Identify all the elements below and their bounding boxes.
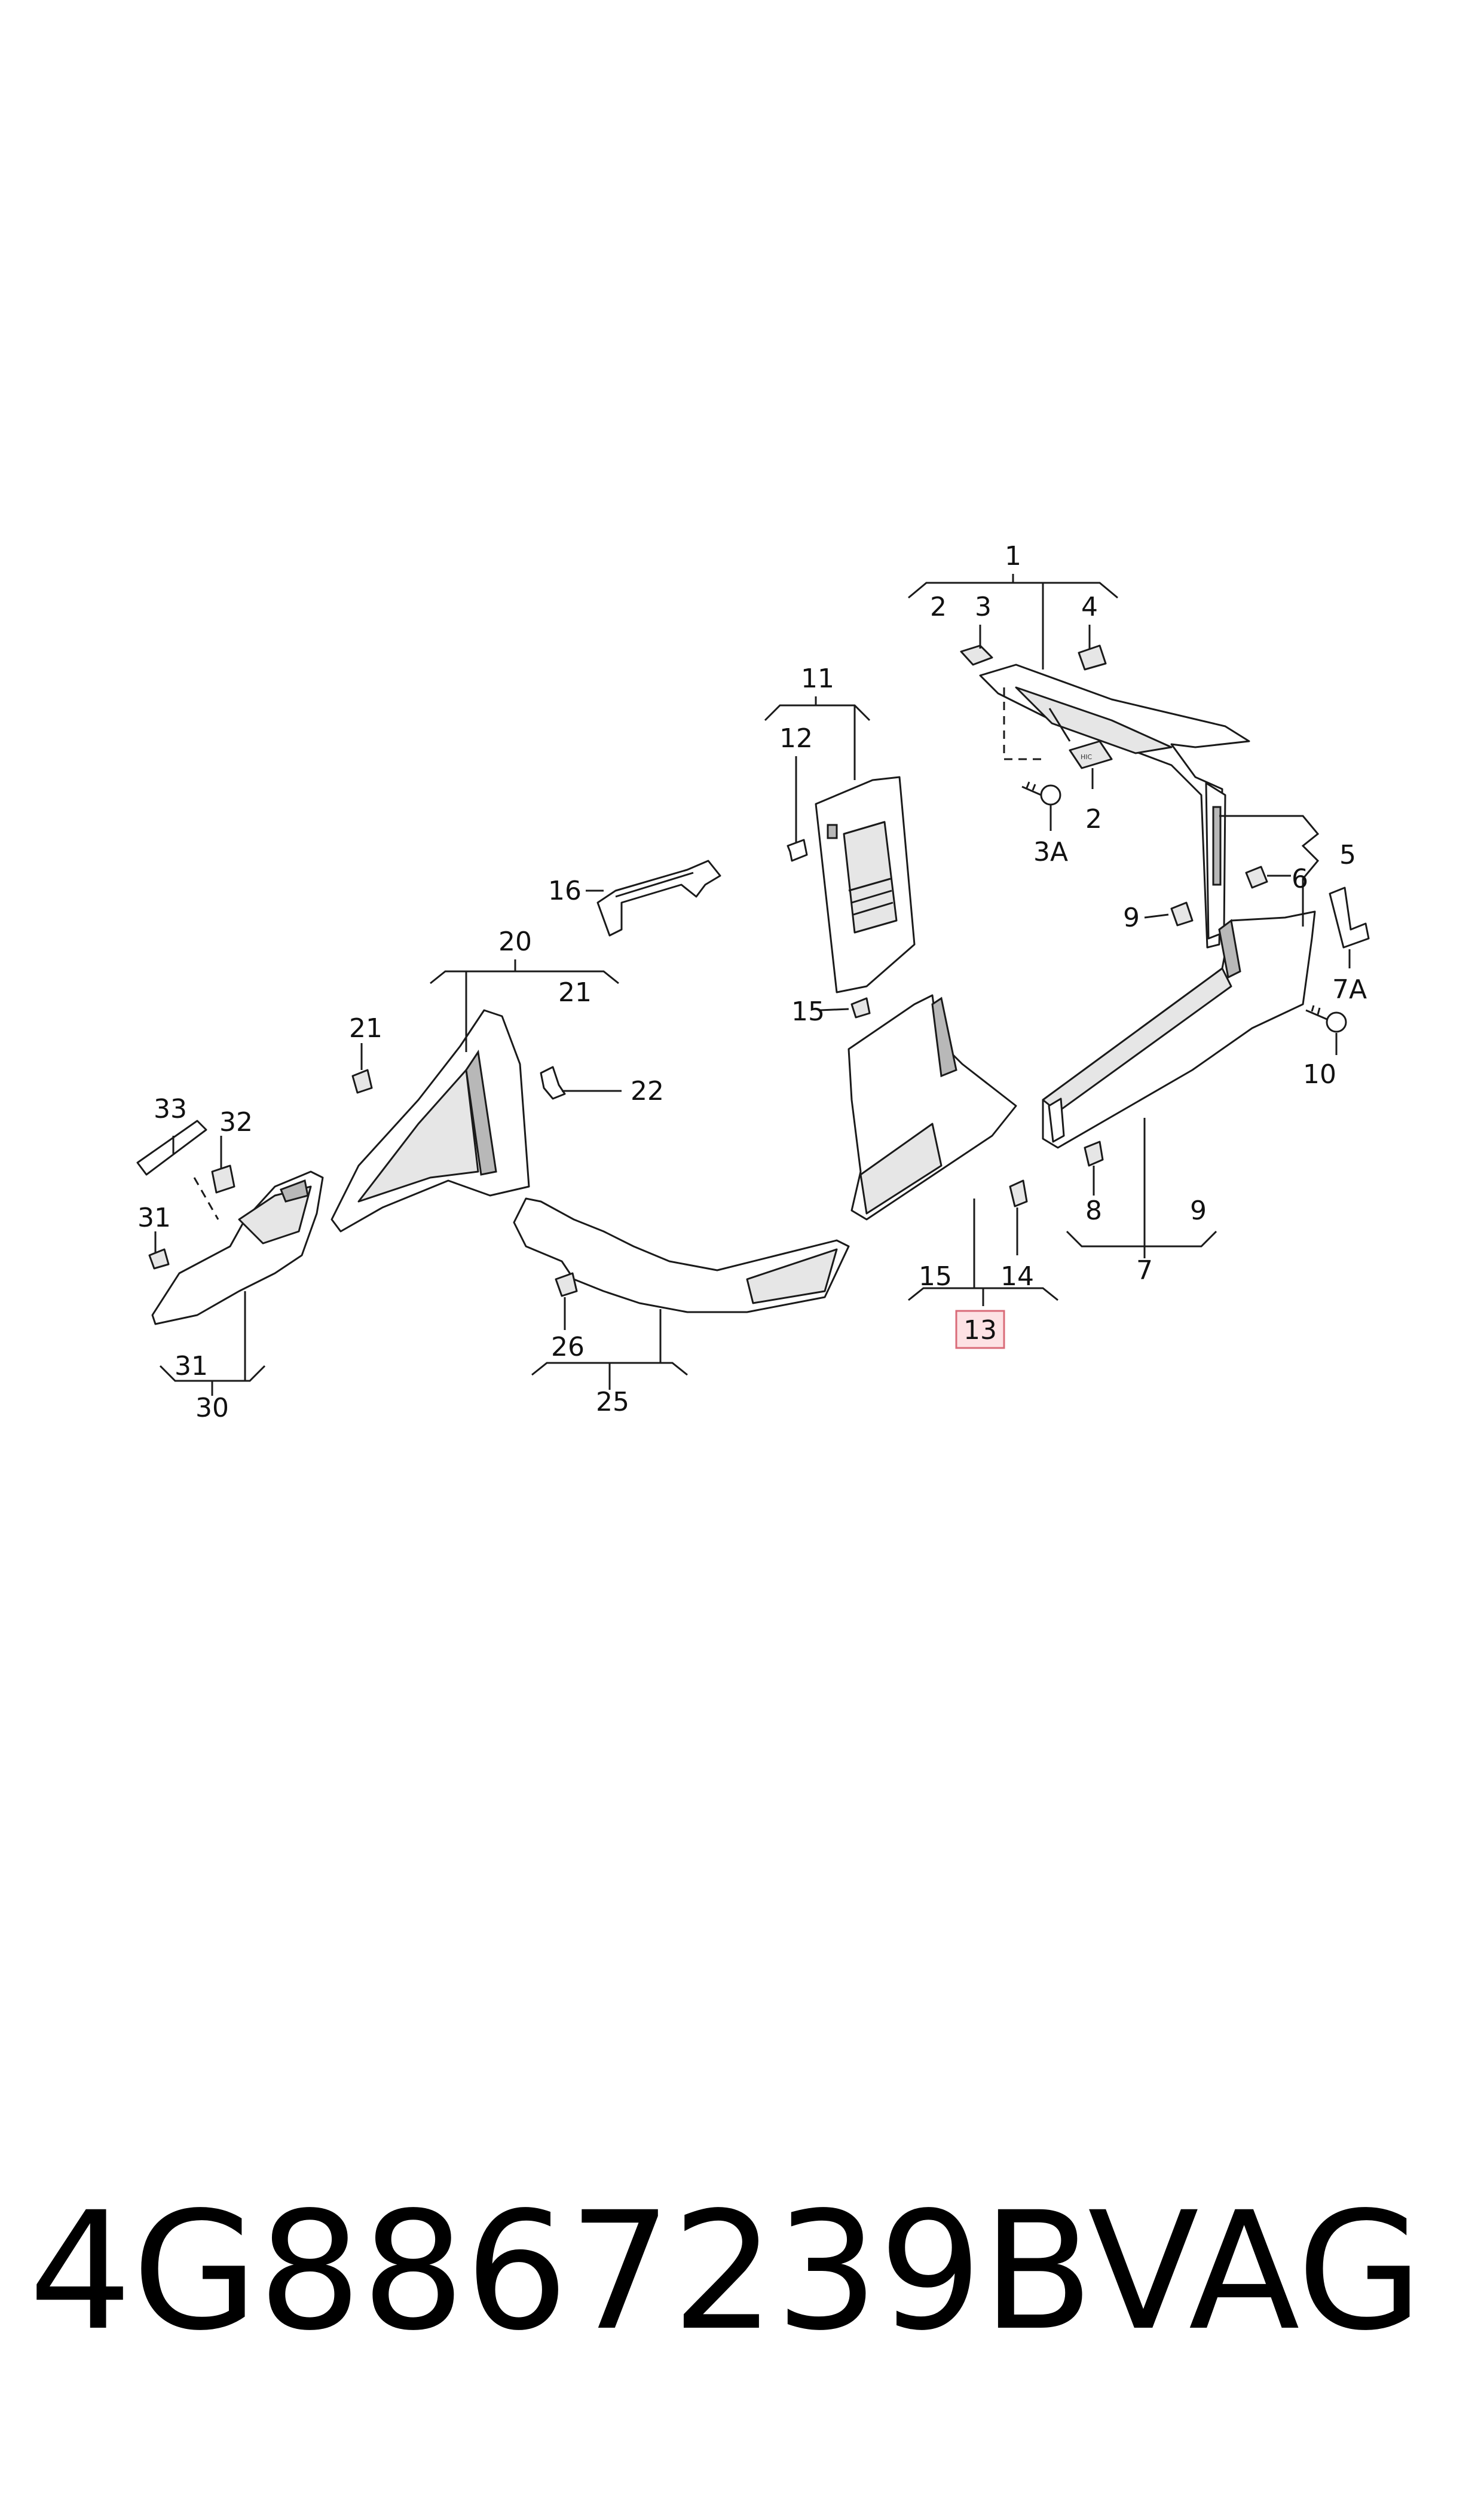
callout-6: 6 bbox=[1292, 864, 1308, 894]
callout-8: 8 bbox=[1085, 1196, 1102, 1226]
clip-14-icon bbox=[1009, 1179, 1028, 1207]
clip-8-icon bbox=[1084, 1141, 1104, 1167]
clip-21-icon bbox=[351, 1069, 373, 1094]
clip-4-icon bbox=[1078, 644, 1107, 671]
callout-labels: 1 2 3 4 2 3A 5 6 7A 9 10 11 12 16 20 21 … bbox=[137, 541, 1367, 1423]
callout-16: 16 bbox=[548, 876, 582, 906]
screw-3a-icon bbox=[1021, 781, 1061, 806]
leader-lines bbox=[154, 574, 1351, 1396]
clip-26-icon bbox=[555, 1272, 578, 1297]
callout-30: 30 bbox=[195, 1393, 229, 1423]
clip-31-icon bbox=[148, 1248, 170, 1270]
callout-31: 31 bbox=[175, 1351, 208, 1381]
b-pillar-lower-trim-13 bbox=[847, 994, 1017, 1221]
callout-1: 1 bbox=[1005, 541, 1021, 571]
rear-lower-trim-30 bbox=[151, 1170, 324, 1325]
callout-7a: 7A bbox=[1332, 974, 1367, 1005]
callout-21: 21 bbox=[349, 1013, 383, 1044]
screw-10-icon bbox=[1305, 1005, 1347, 1033]
callout-12: 12 bbox=[779, 723, 813, 754]
clip-32-icon bbox=[211, 1164, 235, 1194]
callout-15: 15 bbox=[791, 996, 825, 1027]
callout-9: 9 bbox=[1123, 903, 1140, 933]
callout-2: 2 bbox=[1085, 804, 1102, 834]
clip-15-icon bbox=[850, 997, 871, 1019]
callout-3: 3 bbox=[975, 592, 992, 622]
callout-22: 22 bbox=[631, 1076, 664, 1106]
callout-32: 32 bbox=[219, 1107, 253, 1138]
part-number: 4G8867239B bbox=[29, 2178, 1094, 2367]
sill-trim-7 bbox=[1042, 910, 1316, 1149]
grab-handle-16 bbox=[596, 860, 721, 937]
callout-31: 31 bbox=[137, 1203, 171, 1233]
callout-25: 25 bbox=[596, 1387, 629, 1417]
c-pillar-trim-20 bbox=[331, 1009, 530, 1233]
clip-3-icon bbox=[960, 644, 993, 666]
callout-11: 11 bbox=[801, 664, 834, 694]
clip-12-icon bbox=[787, 839, 808, 862]
callout-9: 9 bbox=[1190, 1196, 1207, 1226]
brand-name: VAG bbox=[1088, 2178, 1423, 2367]
callout-3a: 3A bbox=[1033, 837, 1068, 867]
rear-sill-trim-25 bbox=[513, 1197, 850, 1313]
clip-6-icon bbox=[1245, 866, 1268, 889]
a-pillar-upper-trim bbox=[979, 664, 1250, 949]
strip-33-icon bbox=[136, 1120, 207, 1176]
bracket-7a-icon bbox=[1329, 886, 1370, 949]
fastener-22-icon bbox=[540, 1066, 566, 1100]
callout-13-highlight bbox=[955, 1310, 1005, 1349]
clip-9-icon bbox=[1170, 901, 1194, 927]
callout-15: 15 bbox=[919, 1261, 952, 1292]
callout-26: 26 bbox=[551, 1332, 585, 1362]
callout-5: 5 bbox=[1339, 840, 1356, 870]
b-pillar-upper-trim-11 bbox=[815, 776, 916, 993]
callout-14: 14 bbox=[1000, 1261, 1034, 1292]
clip-2-icon: HIC bbox=[1069, 740, 1113, 769]
callout-10: 10 bbox=[1303, 1059, 1336, 1090]
callout-21: 21 bbox=[558, 977, 592, 1008]
svg-text:HIC: HIC bbox=[1081, 753, 1093, 761]
callout-7: 7 bbox=[1136, 1255, 1153, 1286]
callout-13: 13 bbox=[963, 1315, 997, 1346]
callout-4: 4 bbox=[1081, 592, 1098, 622]
callout-33: 33 bbox=[154, 1094, 187, 1124]
callout-2: 2 bbox=[930, 592, 947, 622]
callout-20: 20 bbox=[498, 927, 532, 957]
